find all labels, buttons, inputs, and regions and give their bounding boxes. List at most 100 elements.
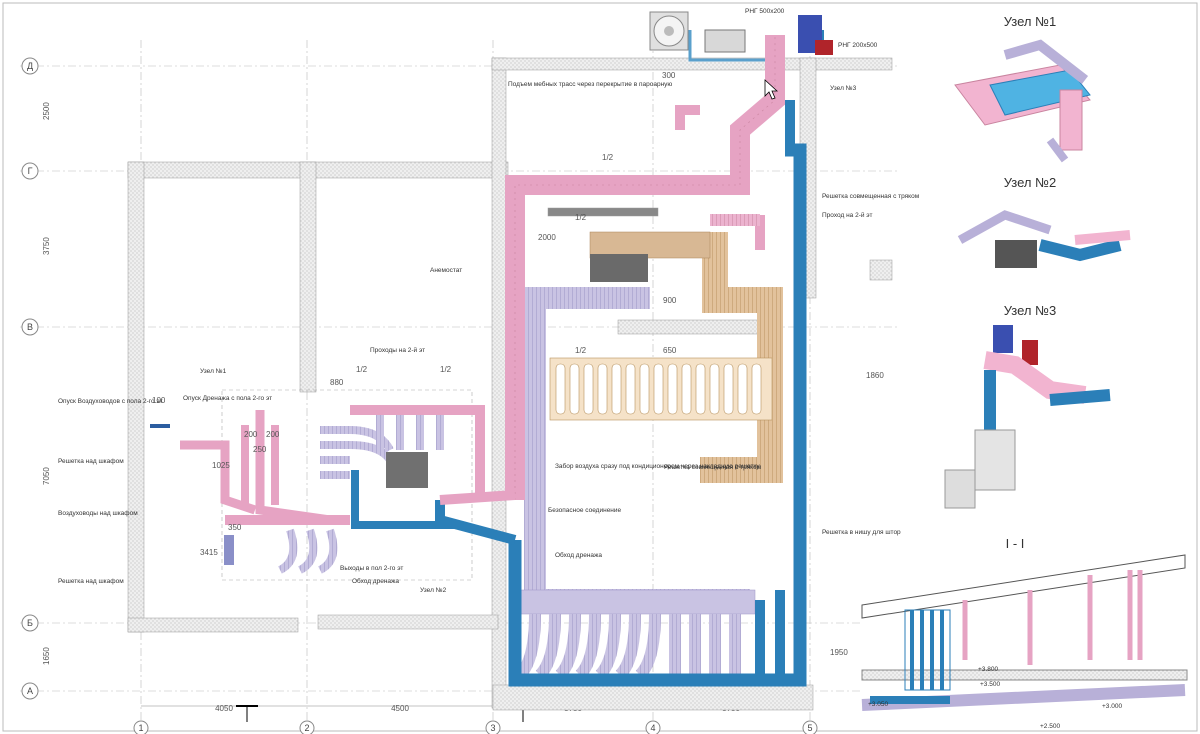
axis-marker-col-2: 2 bbox=[299, 720, 315, 734]
dim: 1/2 bbox=[575, 213, 587, 222]
supply-air-duct bbox=[180, 35, 785, 525]
outlets-label: Выходы в пол 2-го эт bbox=[340, 565, 403, 572]
rise-note: Подъем мебных трасс через перекрытие в п… bbox=[508, 80, 672, 88]
grille-over-cabinet-1: Решетка над шкафом bbox=[58, 458, 124, 465]
grille-combined-label-2: Решетка совмещенная с тряком bbox=[664, 464, 762, 471]
dim: 200 bbox=[244, 430, 258, 439]
row-dim: 7050 bbox=[42, 467, 51, 485]
dimension-callouts: 880 1/2 1/2 1/2 1/2 2000 900 650 300 186… bbox=[152, 71, 884, 657]
drain-bypass-label: Обход дренажа bbox=[555, 551, 602, 559]
floor-grille-left bbox=[150, 424, 170, 428]
axis-marker-row-v: В bbox=[21, 318, 39, 336]
node-2-view: Узел №2 bbox=[957, 175, 1131, 268]
dim: 1/2 bbox=[602, 153, 614, 162]
drain-drop-label: Опуск Дренажа с пола 2-го эт bbox=[183, 395, 272, 402]
axis-marker-col-1: 1 bbox=[133, 720, 149, 734]
dim: 1025 bbox=[212, 461, 230, 470]
node2-ref: Узел №2 bbox=[420, 587, 447, 594]
dim: 250 bbox=[253, 445, 267, 454]
flex-joint-label: Безопасное соединение bbox=[548, 507, 622, 514]
annotations: РНГ 500x200 РНГ 200x500 Подъем мебных тр… bbox=[58, 8, 920, 594]
level-mark: +2.500 bbox=[1040, 723, 1060, 730]
drain-bypass-bottom: Обход дренажа bbox=[352, 577, 399, 585]
dim: 1860 bbox=[866, 371, 884, 380]
ac-grille-bank bbox=[549, 357, 773, 421]
column-axis-markers: 1 2 3 4 5 bbox=[133, 720, 818, 734]
anemostat-label: Анемостат bbox=[430, 267, 462, 274]
dim: 1950 bbox=[830, 648, 848, 657]
flex-branch-bundle bbox=[277, 415, 444, 574]
dim: 1/2 bbox=[356, 365, 368, 374]
dim: 3415 bbox=[200, 548, 218, 557]
dim: 100 bbox=[152, 396, 166, 405]
dim: 1/2 bbox=[440, 365, 452, 374]
dim: 350 bbox=[228, 523, 242, 532]
level-mark: +3.050 bbox=[868, 701, 888, 708]
axis-label: 1 bbox=[138, 723, 143, 733]
axis-marker-row-a: А bbox=[21, 682, 39, 700]
axis-marker-row-d: Д bbox=[21, 57, 39, 75]
axis-label: 4 bbox=[650, 723, 655, 733]
extract-air-duct bbox=[351, 30, 824, 687]
passages-label: Проходы на 2-й эт bbox=[370, 346, 425, 354]
node3-ref: Узел №3 bbox=[830, 85, 857, 92]
node-1-view: Узел №1 bbox=[954, 14, 1091, 163]
dim: 900 bbox=[663, 296, 677, 305]
axis-marker-row-g: Г bbox=[21, 162, 39, 180]
col-dim: 4050 bbox=[215, 704, 233, 713]
mouse-cursor-icon bbox=[764, 79, 779, 100]
axis-marker-col-5: 5 bbox=[802, 720, 818, 734]
axis-label: 5 bbox=[807, 723, 812, 733]
level-mark: +3.500 bbox=[980, 681, 1000, 688]
axis-label: Д bbox=[27, 61, 33, 71]
dim: 200 bbox=[266, 430, 280, 439]
level-mark: +3.800 bbox=[978, 666, 998, 673]
curtain-grille-label: Решетка в нишу для штор bbox=[822, 529, 901, 536]
node-title: Узел №3 bbox=[1004, 303, 1057, 318]
section-title: I - I bbox=[1006, 536, 1025, 551]
dim: 2000 bbox=[538, 233, 556, 242]
row-dim: 2500 bbox=[42, 102, 51, 120]
dim: 880 bbox=[330, 378, 344, 387]
air-handler-unit bbox=[590, 254, 648, 282]
ducts-drop-label: Опуск Воздуховодов с пола 2-го эт bbox=[58, 398, 163, 405]
axis-label: 3 bbox=[490, 723, 495, 733]
node-title: Узел №2 bbox=[1004, 175, 1057, 190]
dim: 1/2 bbox=[575, 346, 587, 355]
fresh-air-duct bbox=[589, 231, 783, 483]
passage-2nd-floor: Проход на 2-й эт bbox=[822, 211, 872, 219]
level-mark: +3.000 bbox=[1102, 703, 1122, 710]
axis-label: В bbox=[27, 322, 33, 332]
node-title: Узел №1 bbox=[1004, 14, 1057, 29]
outdoor-equipment bbox=[649, 11, 833, 55]
axis-label: А bbox=[27, 686, 33, 696]
section-view: I - I +3.800 +3.500 +3.050 +3.000 +2.500 bbox=[861, 536, 1188, 730]
top-vent-label-2: РНГ 200x500 bbox=[838, 42, 878, 49]
indoor-unit bbox=[386, 452, 428, 488]
axis-label: Б bbox=[27, 618, 33, 628]
building-walls bbox=[127, 57, 893, 711]
axis-marker-col-3: 3 bbox=[485, 720, 501, 734]
col-dim: 4500 bbox=[391, 704, 409, 713]
dim: 300 bbox=[662, 71, 676, 80]
node1-ref: Узел №1 bbox=[200, 368, 227, 375]
axis-marker-col-4: 4 bbox=[645, 720, 661, 734]
grille-over-cabinet-2: Решетка над шкафом bbox=[58, 578, 124, 585]
axis-label: 2 bbox=[304, 723, 309, 733]
axis-marker-row-b: Б bbox=[21, 614, 39, 632]
grille-combined-label: Решетка совмещенная с тряком bbox=[822, 193, 920, 200]
ducts-over-cabinet: Воздуховоды над шкафом bbox=[58, 510, 138, 517]
section-cut-marker-left bbox=[236, 705, 258, 722]
row-dim: 1650 bbox=[42, 647, 51, 665]
row-dimension-texts: 2500 3750 7050 1650 bbox=[42, 102, 51, 665]
return-air-duct bbox=[515, 287, 756, 680]
top-vent-label: РНГ 500x200 bbox=[745, 8, 785, 15]
row-dim: 3750 bbox=[42, 237, 51, 255]
row-axis-markers: Д Г В Б А bbox=[21, 57, 39, 700]
node-3-view: Узел №3 bbox=[944, 303, 1111, 509]
dim: 650 bbox=[663, 346, 677, 355]
intake-note: Забор воздуха сразу под кондиционером че… bbox=[555, 462, 760, 470]
wall-grille-left bbox=[224, 535, 234, 565]
axis-label: Г bbox=[28, 166, 33, 176]
